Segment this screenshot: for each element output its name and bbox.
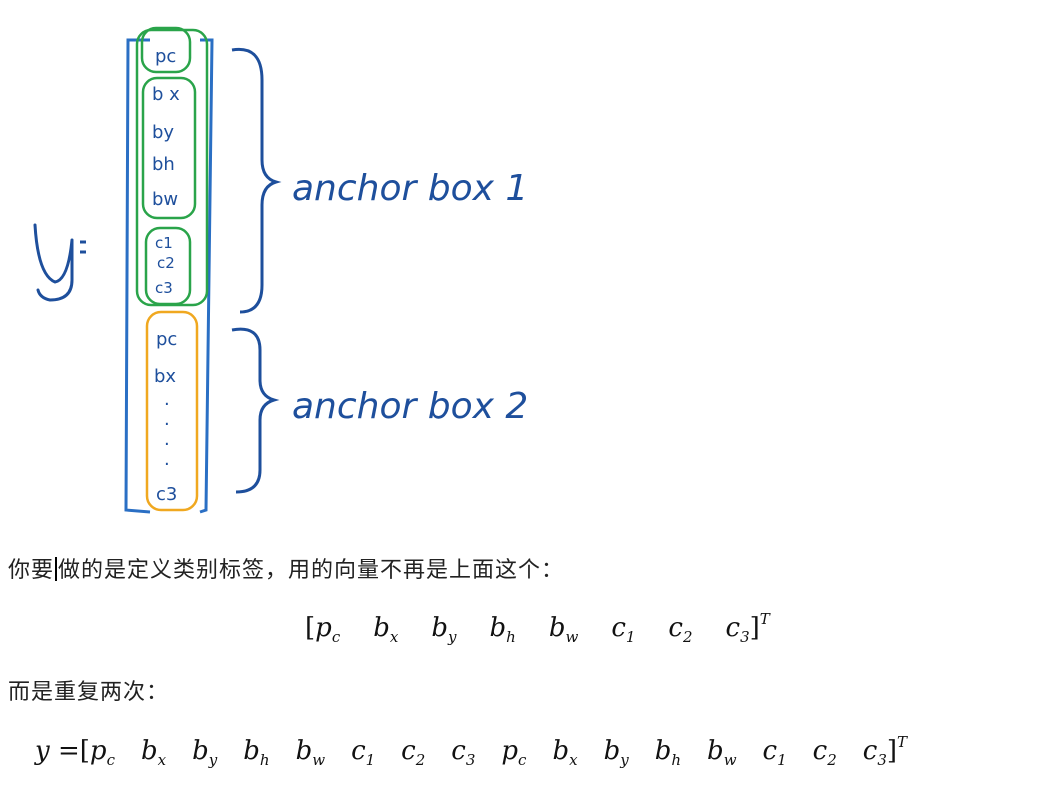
vector-term: c3 (862, 736, 887, 769)
anchor2-outline (145, 310, 199, 512)
svg-text:pc: pc (155, 46, 176, 67)
left-bracket (124, 38, 151, 514)
vector-term: bx (552, 736, 578, 769)
anchor1-brace (231, 47, 282, 314)
svg-text:c1: c1 (155, 234, 173, 252)
close-bracket: ] (749, 613, 760, 643)
svg-text:pc: pc (156, 329, 177, 350)
handwritten-anchor-box-diagram: pc b x by bh bw c1 c2 c3 pc bx · · · · c… (0, 0, 620, 520)
vector-term: c3 (725, 613, 750, 646)
svg-text:·: · (164, 454, 170, 475)
equation-lhs: y = (35, 736, 80, 766)
vector-term: bh (243, 736, 270, 769)
svg-text:·: · (164, 434, 170, 455)
y-symbol (33, 223, 74, 302)
vector-term: pc (501, 736, 527, 769)
vector-term: by (192, 736, 218, 769)
svg-text:·: · (164, 394, 170, 415)
paragraph-1: 你要做的是定义类别标签，用的向量不再是上面这个： (8, 557, 565, 583)
vector-term: pc (315, 613, 341, 646)
open-bracket: [ (79, 736, 90, 766)
svg-text:c2: c2 (157, 254, 175, 272)
anchor2-brace (231, 327, 280, 494)
vector-term: c1 (351, 736, 376, 769)
svg-text:bw: bw (152, 189, 178, 210)
svg-text:·: · (164, 414, 170, 435)
vector-term: bw (548, 613, 579, 646)
open-bracket: [ (305, 613, 316, 643)
vector-term: bx (140, 736, 167, 769)
svg-text:by: by (152, 122, 174, 143)
vector-term: c3 (451, 736, 476, 769)
diagram-svg: pc b x by bh bw c1 c2 c3 pc bx · · · · c… (33, 26, 528, 514)
svg-text:bx: bx (154, 366, 176, 387)
paragraph-2: 而是重复两次： (8, 680, 170, 705)
svg-text:bh: bh (152, 154, 175, 175)
pc-circle (140, 26, 192, 74)
class-group (144, 226, 192, 306)
vector-term: c1 (611, 613, 636, 646)
vector-term: c2 (812, 736, 837, 769)
vector-term: bh (489, 613, 516, 646)
vector-term: by (431, 613, 457, 646)
vector-term: bh (654, 736, 682, 769)
bbox-group (141, 76, 197, 220)
svg-text:c3: c3 (155, 279, 173, 297)
text-cursor (55, 557, 58, 581)
vector-term: c2 (668, 613, 693, 646)
anchor2-label: anchor box 2 (292, 386, 528, 427)
svg-text:b x: b x (152, 84, 180, 105)
vector-term: c1 (762, 736, 787, 769)
vector-term: c2 (401, 736, 426, 769)
vector-term: pc (89, 736, 115, 769)
anchor1-label: anchor box 1 (292, 168, 528, 209)
vector-term: by (603, 736, 629, 769)
close-bracket: ] (886, 736, 898, 766)
vector-term: bw (295, 736, 326, 769)
vector-term: bw (707, 736, 737, 769)
svg-text:c3: c3 (156, 484, 177, 505)
vector-term: bx (373, 613, 399, 646)
